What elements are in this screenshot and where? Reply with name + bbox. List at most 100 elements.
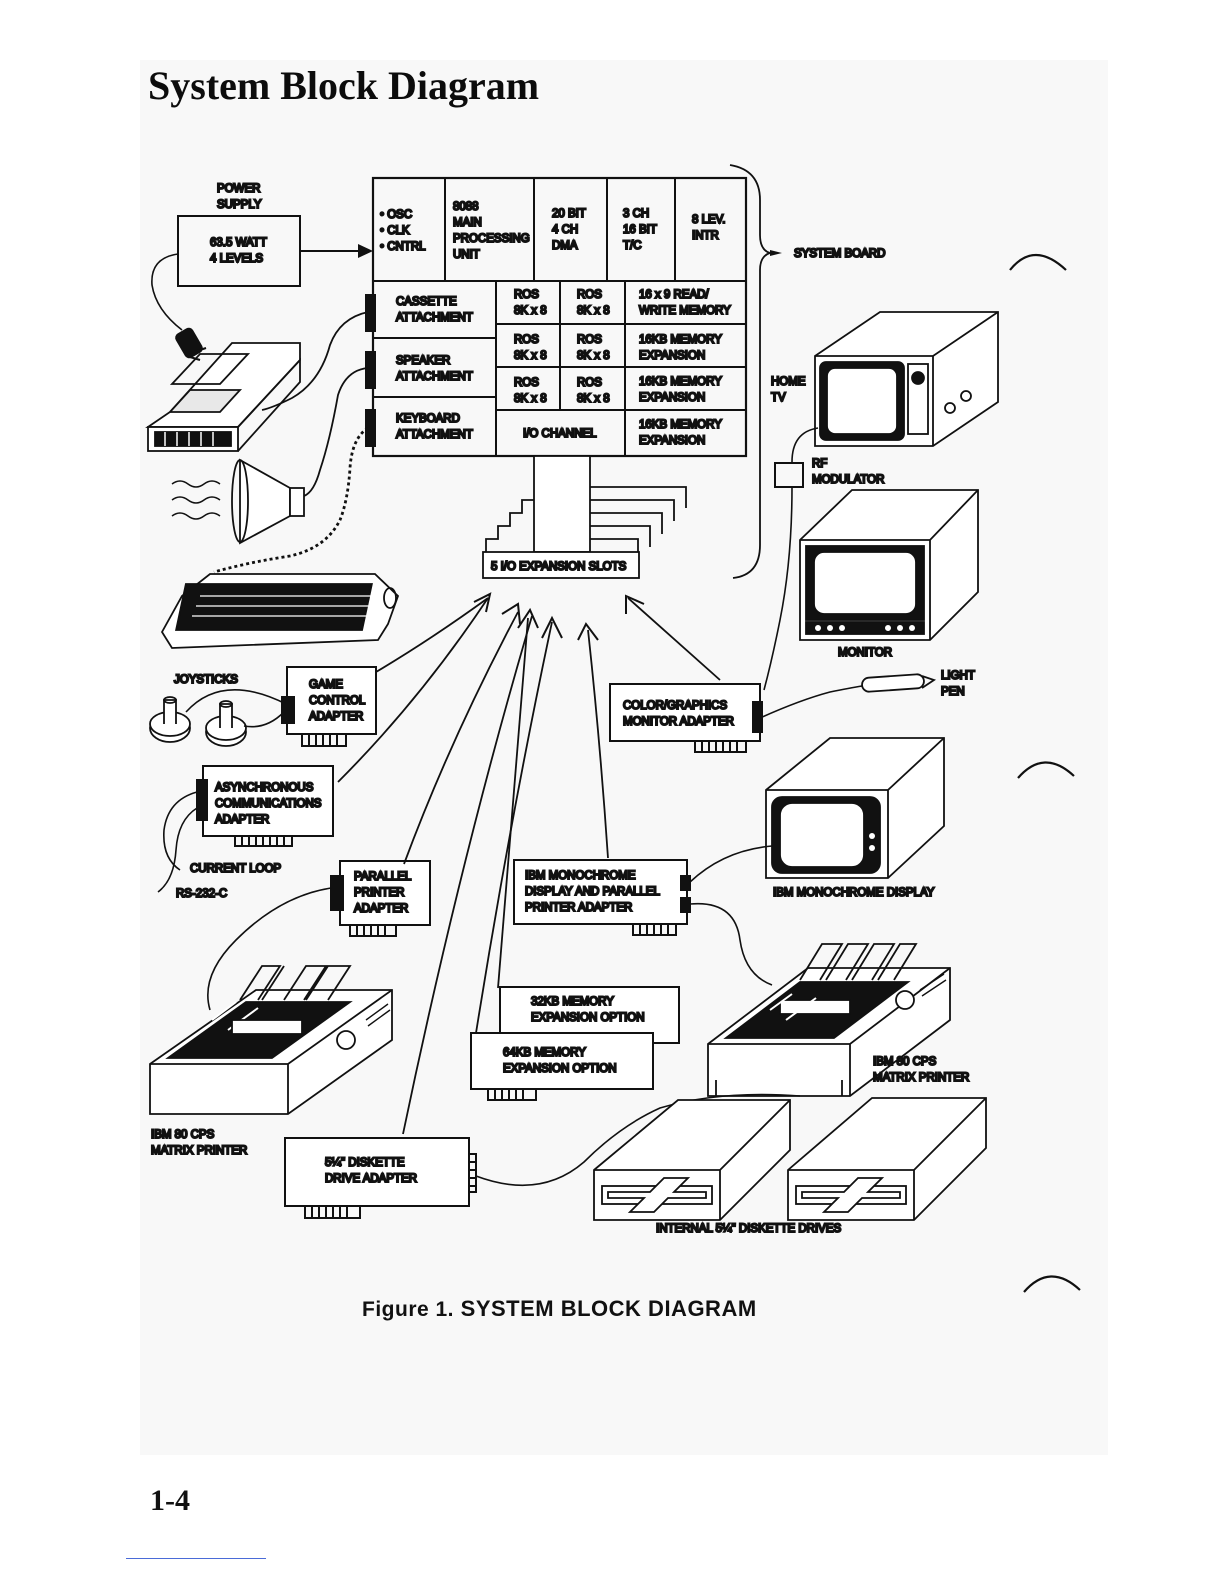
figure-caption: Figure 1. SYSTEM BLOCK DIAGRAM: [362, 1296, 757, 1322]
async-adapter-label-1: ASYNCHRONOUS: [215, 782, 314, 794]
game-adapter-label-1: GAME: [309, 679, 343, 691]
power-plug-icon: [175, 327, 207, 361]
mem32-label-2: EXPANSION OPTION: [531, 1012, 645, 1024]
mem-exp-1-label-1: 16KB MEMORY: [639, 334, 722, 346]
joystick-icon-1: [149, 696, 191, 743]
mem64-label-1: 64KB MEMORY: [503, 1047, 586, 1059]
power-supply-label-2: SUPPLY: [217, 199, 262, 211]
mono-display-icon: [765, 737, 945, 879]
async-cables: [157, 791, 198, 893]
cassette-cable: [261, 311, 369, 411]
system-board-label: SYSTEM BOARD: [794, 248, 885, 260]
current-loop-label: CURRENT LOOP: [190, 863, 281, 875]
rf-cable: [763, 486, 793, 691]
cpu-label-2: MAIN: [453, 217, 482, 229]
light-pen-cable: [759, 685, 863, 719]
home-tv-icon: [814, 311, 999, 447]
speaker-label-2: ATTACHMENT: [396, 371, 473, 383]
power-supply-spec-2: 4 LEVELS: [210, 253, 263, 265]
mono-display-label: IBM MONOCHROME DISPLAY: [773, 887, 935, 899]
diskette-drives-label: INTERNAL 5¼" DISKETTE DRIVES: [656, 1223, 841, 1235]
keyboard-icon: [160, 573, 400, 649]
figure-label: Figure 1.: [362, 1298, 455, 1321]
joystick-cable: [185, 688, 287, 728]
game-adapter-label-2: CONTROL: [309, 695, 366, 707]
margin-mark-3: [1023, 1275, 1081, 1293]
ros-6-label-1: ROS: [577, 377, 602, 389]
mem-exp-1-label-2: EXPANSION: [639, 350, 705, 362]
ros-2-label-2: 8K x 8: [577, 305, 610, 317]
ros-1-label-2: 8K x 8: [514, 305, 547, 317]
intr-label-2: INTR: [692, 230, 719, 242]
joysticks-label: JOYSTICKS: [174, 674, 238, 686]
power-supply-spec-1: 63.5 WATT: [210, 237, 267, 249]
keyboard-coiled-cable: [213, 426, 369, 574]
async-adapter-label-2: COMMUNICATIONS: [215, 798, 322, 810]
speaker-icon: [171, 458, 305, 545]
parallel-adapter-label-3: ADAPTER: [354, 903, 408, 915]
right-printer-label-2: MATRIX PRINTER: [873, 1072, 969, 1084]
ros-3-label-2: 8K x 8: [514, 350, 547, 362]
timer-label-2: 16 BIT: [623, 224, 657, 236]
mem64-label-2: EXPANSION OPTION: [503, 1063, 617, 1075]
cpu-label-3: PROCESSING: [453, 233, 530, 245]
speaker-cable: [303, 367, 369, 497]
page-number: 1-4: [150, 1484, 190, 1517]
ros-5-label-2: 8K x 8: [514, 393, 547, 405]
system-board: [365, 176, 748, 458]
cpu-label-4: UNIT: [453, 249, 480, 261]
system-board-brace: [729, 164, 774, 579]
expansion-slots: [482, 455, 687, 579]
rs232-label: RS-232-C: [176, 888, 227, 900]
diskette-adapter-label-1: 5¼" DISKETTE: [325, 1157, 405, 1169]
figure-caption-text: SYSTEM BLOCK DIAGRAM: [460, 1296, 757, 1321]
parallel-printer-cable: [207, 887, 332, 1011]
mem-exp-3-label-1: 16KB MEMORY: [639, 419, 722, 431]
mono-display-cable: [689, 845, 773, 883]
slot-arrows: [337, 597, 721, 1135]
footer-rule: [126, 1558, 266, 1559]
rw-memory-label-2: WRITE MEMORY: [639, 305, 731, 317]
mono-printer-cable: [689, 902, 773, 986]
diskette-drive-icon-1: [593, 1099, 791, 1221]
mono-adapter-label-1: IBM MONOCHROME: [525, 870, 636, 882]
timer-label-3: T/C: [623, 240, 642, 252]
dma-label-1: 20 BIT: [552, 208, 586, 220]
cntrl-label: • CNTRL: [380, 241, 426, 253]
monitor-label: MONITOR: [838, 647, 892, 659]
light-pen-icon: [861, 673, 937, 693]
keyboard-label-1: KEYBOARD: [396, 413, 460, 425]
parallel-adapter-label-2: PRINTER: [354, 887, 404, 899]
joystick-icon-2: [205, 700, 247, 747]
cassette-label-2: ATTACHMENT: [396, 312, 473, 324]
mono-adapter-label-3: PRINTER ADAPTER: [525, 902, 632, 914]
intr-label-1: 8 LEV.: [692, 214, 725, 226]
ros-6-label-2: 8K x 8: [577, 393, 610, 405]
margin-mark-2: [1017, 761, 1075, 779]
cpu-label-1: 8088: [453, 201, 479, 213]
light-pen-label-2: PEN: [941, 686, 965, 698]
clk-label: • CLK: [380, 225, 410, 237]
home-tv-label-2: TV: [771, 392, 786, 404]
slot-arrowheads: [473, 592, 645, 641]
parallel-printer-adapter: [330, 860, 431, 937]
game-control-adapter: [281, 666, 377, 747]
speaker-label-1: SPEAKER: [396, 355, 450, 367]
rw-memory-label-1: 16 x 9 READ/: [639, 289, 709, 301]
io-channel-label: I/O CHANNEL: [523, 428, 597, 440]
rf-modulator-box: [774, 462, 804, 488]
left-printer-label-2: MATRIX PRINTER: [151, 1145, 247, 1157]
cassette-label-1: CASSETTE: [396, 296, 457, 308]
light-pen-label-1: LIGHT: [941, 670, 975, 682]
color-adapter-label-1: COLOR/GRAPHICS: [623, 700, 727, 712]
home-tv-label-1: HOME: [771, 376, 806, 388]
ros-5-label-1: ROS: [514, 377, 539, 389]
expansion-slots-label: 5 I/O EXPANSION SLOTS: [491, 561, 627, 573]
left-printer-label-1: IBM 80 CPS: [151, 1129, 215, 1141]
mono-display-adapter: [513, 859, 691, 936]
mem-exp-3-label-2: EXPANSION: [639, 435, 705, 447]
parallel-adapter-label-1: PARALLEL: [354, 871, 412, 883]
osc-label: • OSC: [380, 209, 412, 221]
diskette-cable: [475, 1093, 801, 1187]
